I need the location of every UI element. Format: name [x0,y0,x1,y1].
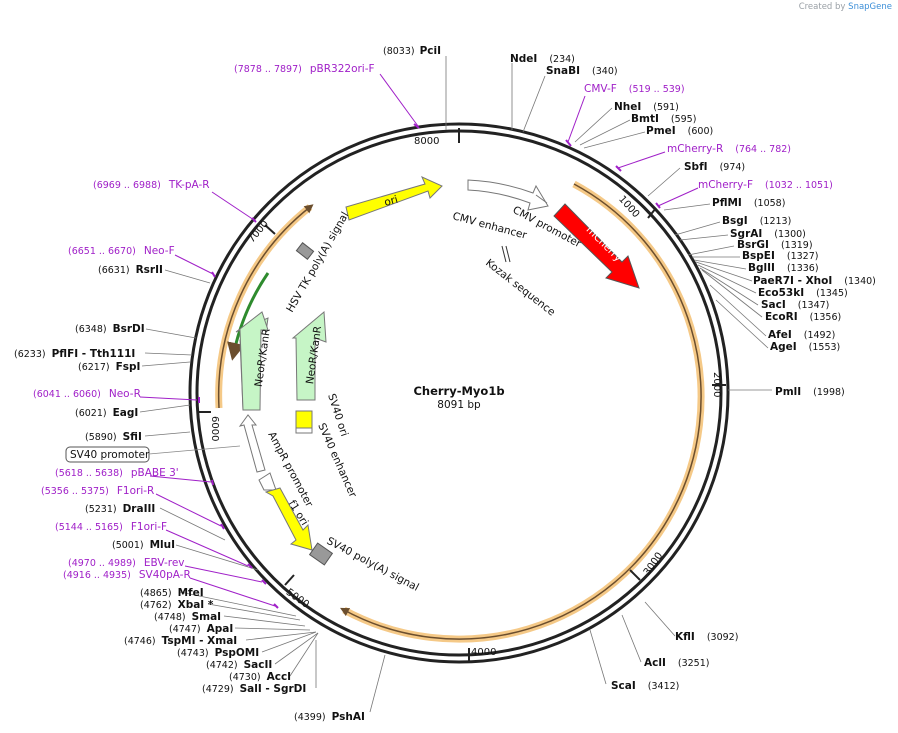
site-fspi: (6217)FspI [78,361,140,373]
primer-f1ori-f: (5144 .. 5165)F1ori-F [55,521,167,533]
site-bmti: BmtI(595) [631,113,696,125]
site-smai: (4748)SmaI [154,611,221,623]
site-pspomi: (4743)PspOMI [177,647,259,659]
primer-ebv-rev: (4970 .. 4989)EBV-rev [68,557,185,569]
orf-arcs [215,180,705,643]
site-snabi: SnaBI(340) [546,65,618,77]
primer-mcherry-r: mCherry-R(764 .. 782) [667,143,791,155]
feature-ori [345,176,443,221]
primer-sv40pa-r: (4916 .. 4935)SV40pA-R [63,569,191,581]
plasmid-size: 8091 bp [437,399,481,411]
feature-sv40-polya [308,542,334,566]
feature-sv40-enhancer [295,427,313,434]
plasmid-name: Cherry-Myo1b [413,384,504,398]
kozak-mark [501,245,507,263]
site-nhei: NheI(591) [614,101,679,113]
feature-hsv-polya [295,242,315,260]
site-xbai: (4762)XbaI * [140,599,214,611]
label-sv40-promoter: SV40 promoter [70,449,150,461]
site-scai: ScaI(3412) [611,680,679,692]
site-draiii: (5231)DraIII [85,503,155,515]
site-sgrai: SgrAI(1300) [730,228,806,240]
site-paer7i-xhoi: PaeR7I - XhoI(1340) [753,275,876,287]
label-ampr-promoter: AmpR promoter [265,430,315,510]
label-sv40-enhancer: SV40 enhancer [315,421,359,500]
label-ori: ori [383,194,399,209]
feature-ampr-promoter [238,414,266,473]
credit-prefix: Created by [798,2,846,12]
site-mlui: (5001)MluI [112,539,175,551]
site-apai: (4747)ApaI [169,623,233,635]
snapgene-credit: Created by SnapGene [799,2,892,12]
site-bsrgi: BsrGI(1319) [737,239,813,251]
site-ndei: NdeI(234) [510,53,575,65]
site-bglii: BglII(1336) [748,262,819,274]
label-sv40-polya: SV40 poly(A) signal [325,535,421,594]
primer-neo-r: (6041 .. 6060)Neo-R [33,388,141,400]
site-pmei: PmeI(600) [646,125,713,137]
site-acli: AclI(3251) [644,657,709,669]
feature-f1-ori [264,487,313,551]
site-pmli: PmlI(1998) [775,386,845,398]
primer-neo-f: (6651 .. 6670)Neo-F [68,245,175,257]
ticks [197,128,726,662]
site-pcii: (8033)PciI [383,45,441,57]
tick-6000: 6000 [209,416,220,441]
primer-pbabe-3: (5618 .. 5638)pBABE 3' [55,467,179,479]
site-kfli: KflI(3092) [675,631,738,643]
site-eco53ki: Eco53kI(1345) [758,287,848,299]
primer-cmv-f: CMV-F(519 .. 539) [584,83,685,95]
site-mfei: (4865)MfeI [140,587,204,599]
site-sbfi: SbfI(974) [684,161,745,173]
primer-f1ori-r: (5356 .. 5375)F1ori-R [41,485,154,497]
site-agei: AgeI(1553) [770,341,840,353]
feature-neo-inner [291,310,327,401]
tick-2000: 2000 [711,372,722,397]
site-afei: AfeI(1492) [768,329,835,341]
primer-tk-pa-r: (6969 .. 6988)TK-pA-R [93,179,210,191]
label-hsv-polya: HSV TK poly(A) signal [284,210,351,314]
label-kozak: Kozak sequence [483,257,557,319]
site-sali-sgrdi: (4729)SalI - SgrDI [202,683,306,695]
site-sacii: (4742)SacII [206,659,272,671]
primers: (7878 .. 7897)pBR322ori-F CMV-F(519 .. 5… [33,63,833,609]
restriction-sites: (8033)PciI NdeI(234) SnaBI(340) NheI(591… [14,45,876,723]
neo-primer-span [227,272,270,361]
site-saci: SacI(1347) [761,299,829,311]
site-bspei: BspEI(1327) [742,250,818,262]
primer-pbr322ori-f: (7878 .. 7897)pBR322ori-F [234,63,375,75]
site-eagi: (6021)EagI [75,407,138,419]
site-pflfi-tth111i: (6233)PflFI - Tth111I [14,348,135,360]
snapgene-brand: SnapGene [848,2,892,12]
site-acci: (4730)AccI [229,671,291,683]
tick-4000: 4000 [471,647,496,658]
tick-8000: 8000 [414,136,439,147]
site-bsgi: BsgI(1213) [722,215,791,227]
primer-mcherry-f: mCherry-F(1032 .. 1051) [698,179,833,191]
site-pshai: (4399)PshAI [294,711,365,723]
site-tspmi-xmai: (4746)TspMI - XmaI [124,635,237,647]
feature-mcherry [553,203,640,289]
site-sfii: (5890)SfiI [85,431,142,443]
feature-cmv-enhancer [467,179,549,211]
site-bsrdi: (6348)BsrDI [75,323,145,335]
feature-sv40-ori [295,410,313,429]
site-rsrii: (6631)RsrII [98,264,163,276]
site-pflmi: PflMI(1058) [712,197,785,209]
site-ecori: EcoRI(1356) [765,311,841,323]
sv40-promoter-box [65,446,150,463]
